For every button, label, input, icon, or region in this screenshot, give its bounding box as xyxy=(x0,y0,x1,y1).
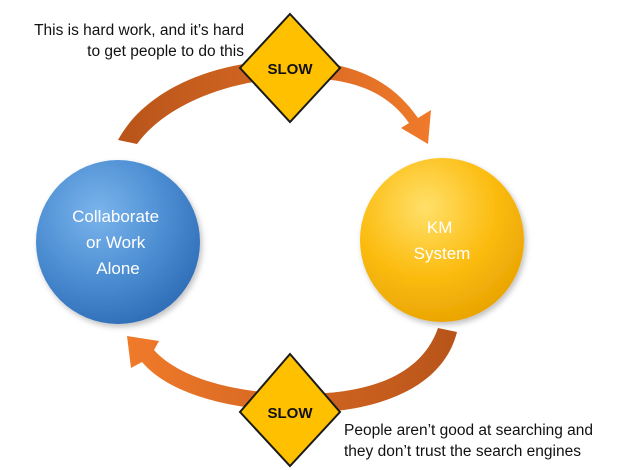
svg-text:Collaborate or Work: Collaborate or Work Alone xyxy=(72,207,164,278)
node-collaborate: Collaborate or Work Alone xyxy=(36,160,200,324)
arrow-top-body xyxy=(118,59,431,144)
svg-text:KM System: KM System xyxy=(414,218,471,263)
note-top-line-1: This is hard work, and it’s hard xyxy=(34,22,244,39)
node-collaborate-line-3: Alone xyxy=(96,259,139,278)
gate-bottom-label: SLOW xyxy=(268,405,314,422)
node-km-system-line-1: KM xyxy=(427,218,453,237)
arrow-top xyxy=(118,59,431,144)
node-km-system-circle xyxy=(360,158,524,322)
arrow-bottom-body xyxy=(127,328,457,413)
note-top-line-2: to get people to do this xyxy=(87,43,244,60)
note-bottom-line-1: People aren’t good at searching and xyxy=(344,422,594,439)
gate-top-label: SLOW xyxy=(268,61,314,78)
gate-bottom-diamond xyxy=(238,352,342,468)
node-collaborate-circle xyxy=(36,160,200,324)
node-km-system: KM System xyxy=(360,158,524,322)
node-km-system-line-2: System xyxy=(414,244,471,263)
arrow-bottom xyxy=(127,328,457,413)
node-collaborate-line-1: Collaborate xyxy=(72,207,159,226)
node-collaborate-line-2: or Work xyxy=(86,233,146,252)
note-bottom-line-2: they don’t trust the search engines xyxy=(344,443,581,460)
gate-top-slow: SLOW xyxy=(238,12,342,124)
gate-top-diamond xyxy=(238,12,342,124)
note-bottom: People aren’t good at searching and they… xyxy=(344,420,593,462)
gate-bottom-slow: SLOW xyxy=(238,352,342,468)
note-top: This is hard work, and it’s hard to get … xyxy=(34,20,244,62)
